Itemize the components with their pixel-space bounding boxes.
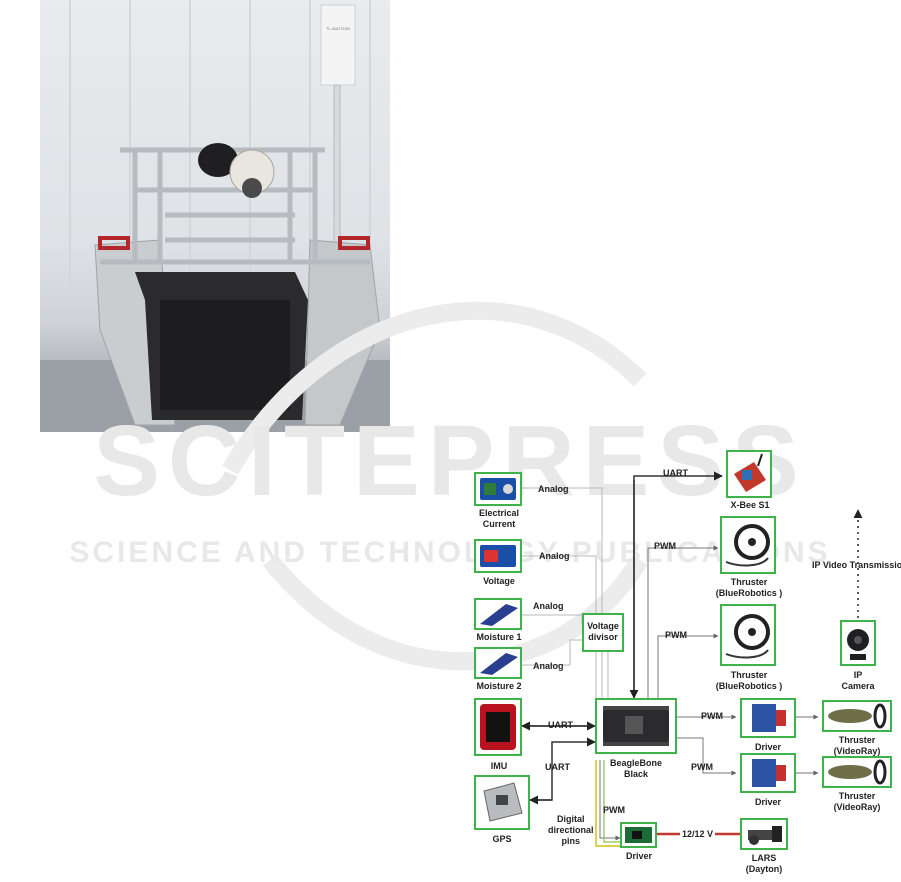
lars-box xyxy=(740,818,788,850)
moisture2-sensor xyxy=(474,647,522,679)
moisture1-sensor xyxy=(474,598,522,630)
gps-label: GPS xyxy=(492,834,512,844)
driver1-label: Driver xyxy=(754,742,781,752)
driver3-box xyxy=(620,822,657,848)
gps-box xyxy=(474,775,530,830)
line-analog-moisture1 xyxy=(522,614,583,625)
voltage-label: Voltage xyxy=(483,576,515,586)
xbee-label: X-Bee S1 xyxy=(730,500,770,510)
thruster-vr1-box xyxy=(822,700,892,732)
imu-label: IMU xyxy=(490,761,508,771)
thruster-vr2-box xyxy=(822,756,892,788)
lars-label: LARS (Dayton) xyxy=(745,853,783,874)
pwm-label-5: PWM xyxy=(603,805,625,815)
ip-camera-label: IP Camera xyxy=(841,670,875,691)
imu-icon xyxy=(480,704,516,750)
antenna-label: TL-WA7210N xyxy=(326,26,350,31)
thruster-vr1-label: Thruster (VideoRay) xyxy=(833,735,881,756)
line-analog-voltage xyxy=(522,555,597,700)
thruster-vr2-label: Thruster (VideoRay) xyxy=(833,791,881,812)
ip-camera-box xyxy=(840,620,876,666)
analog-label-2: Analog xyxy=(539,551,570,561)
driver3-icon xyxy=(625,827,652,843)
line-pwm-thruster-br2 xyxy=(657,633,719,698)
driver1-icon xyxy=(752,704,786,732)
moisture2-label: Moisture 2 xyxy=(476,681,522,691)
analog-label-1: Analog xyxy=(538,484,569,494)
ip-video-label: IP Video Transmission xyxy=(812,560,901,570)
beaglebone-label: BeagleBone Black xyxy=(609,758,662,779)
moisture2-sensor-icon xyxy=(480,653,518,675)
thruster-vr2-icon xyxy=(828,759,887,785)
voltage-divisor-box: Voltage divisor xyxy=(582,613,624,652)
thruster-br2-box xyxy=(720,604,776,666)
voltage-divisor-label: Voltage divisor xyxy=(587,621,619,642)
thruster-br2-label: Thruster (BlueRobotics ) xyxy=(715,670,783,691)
xbee-icon xyxy=(734,453,766,492)
analog-label-4: Analog xyxy=(533,661,564,671)
uart-imu-label: UART xyxy=(548,720,573,730)
voltage-sensor-icon xyxy=(480,545,516,567)
uart-xbee-label: UART xyxy=(663,468,688,478)
pwm-label-2: PWM xyxy=(665,630,687,640)
lars-icon xyxy=(748,826,782,845)
thruster-vr1-icon xyxy=(828,703,887,729)
thruster-br1-box xyxy=(720,516,776,574)
voltage-sensor xyxy=(474,539,522,573)
line-analog-moisture2 xyxy=(522,639,582,666)
digital-pins-label: Digital directional pins xyxy=(548,814,594,846)
pwm-label-3: PWM xyxy=(701,711,723,721)
power-label: 12/12 V xyxy=(680,829,716,840)
thruster-br1-label: Thruster (BlueRobotics ) xyxy=(715,577,783,598)
ip-camera-icon xyxy=(847,629,869,660)
analog-label-3: Analog xyxy=(533,601,564,611)
current-sensor-icon xyxy=(480,478,516,500)
moisture1-label: Moisture 1 xyxy=(476,632,522,642)
line-pwm-driver2 xyxy=(677,737,737,776)
driver2-label: Driver xyxy=(754,797,781,807)
moisture1-sensor-icon xyxy=(480,604,518,626)
uart-gps-label: UART xyxy=(545,762,570,772)
line-pwm-driver3 xyxy=(599,760,621,841)
electrical-current-label: Electrical Current xyxy=(478,508,520,529)
beaglebone-box xyxy=(595,698,677,754)
xbee-box xyxy=(726,450,772,498)
beaglebone-icon xyxy=(603,706,669,746)
driver2-icon xyxy=(752,759,786,787)
driver3-label: Driver xyxy=(625,851,652,861)
thruster-br2-icon xyxy=(725,614,770,659)
imu-box xyxy=(474,698,522,756)
thruster-br1-icon xyxy=(725,524,770,567)
line-digital-pins xyxy=(595,760,620,847)
line-pwm-thruster-br1 xyxy=(647,545,719,698)
electrical-current-sensor xyxy=(474,472,522,506)
driver1-box xyxy=(740,698,796,738)
gps-icon xyxy=(483,782,523,822)
pwm-label-4: PWM xyxy=(691,762,713,772)
driver2-box xyxy=(740,753,796,793)
pwm-label-1: PWM xyxy=(654,541,676,551)
